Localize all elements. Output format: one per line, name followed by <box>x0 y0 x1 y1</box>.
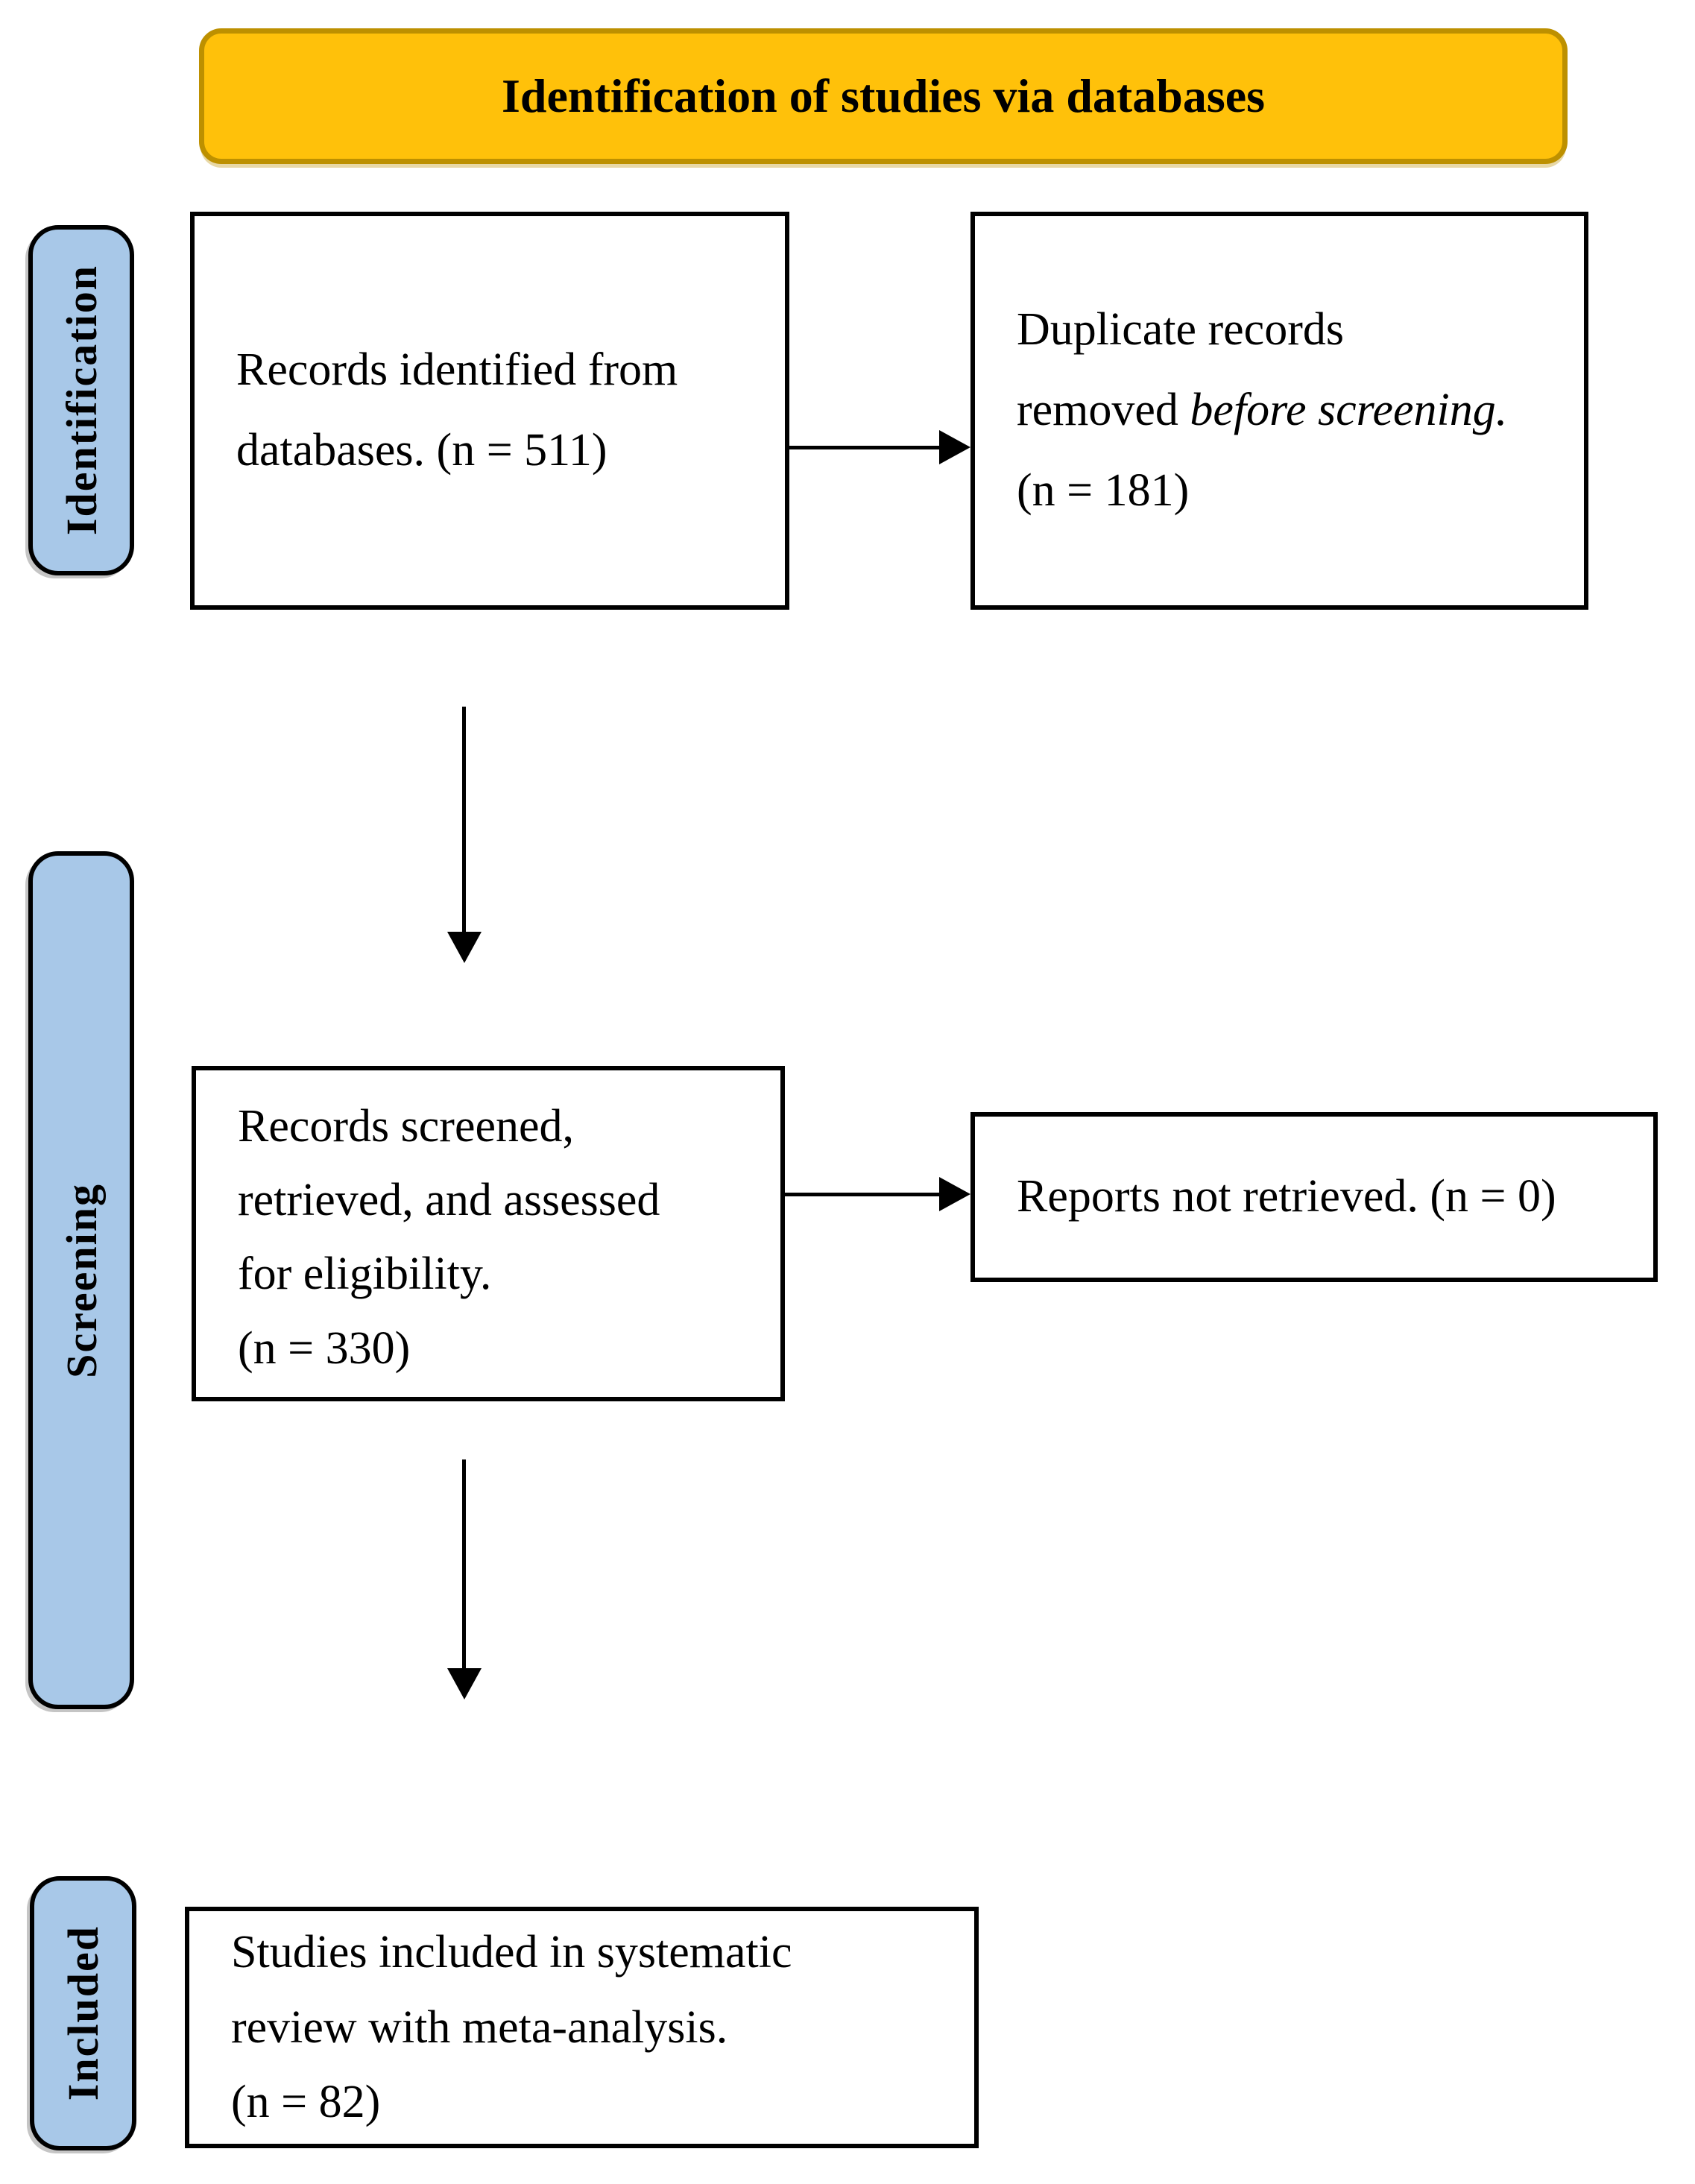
box-reports-not-retrieved: Reports not retrieved. (n = 0) <box>970 1112 1658 1282</box>
box-duplicate-records-line-1: Duplicate records <box>1017 304 1344 356</box>
box-duplicate-records-line-2: removed before screening. <box>1017 370 1557 451</box>
box-duplicate-records-line-3: (n = 181) <box>1017 464 1190 516</box>
arrow-head <box>447 1668 482 1699</box>
box-studies-included-line-1: Studies included in systematic <box>231 1927 792 1978</box>
box-studies-included: Studies included in systematic review wi… <box>185 1907 979 2148</box>
stage-label-included-text: Included <box>59 1925 107 2101</box>
box-records-screened-line-4: (n = 330) <box>238 1322 411 1374</box>
box-records-screened: Records screened, retrieved, and assesse… <box>192 1066 785 1401</box>
box-duplicate-records-line-2-regular: removed <box>1017 385 1190 436</box>
stage-label-screening: Screening <box>28 851 134 1709</box>
arrow-line <box>462 707 466 933</box>
box-records-identified-line-1: Records identified from <box>236 344 678 396</box>
banner-title: Identification of studies via databases <box>501 69 1266 122</box>
box-records-identified-line-2: databases. (n = 511) <box>236 425 607 476</box>
box-studies-included-line-3: (n = 82) <box>231 2077 381 2128</box>
box-duplicate-records-line-2-italic: before screening. <box>1190 385 1508 436</box>
arrow-line <box>784 1193 941 1196</box>
stage-label-identification-text: Identification <box>57 265 106 536</box>
arrow-head <box>939 430 970 464</box>
box-records-identified: Records identified from databases. (n = … <box>190 212 789 610</box>
box-reports-not-retrieved-line-1: Reports not retrieved. (n = 0) <box>1017 1171 1556 1222</box>
arrow-head <box>447 932 482 963</box>
banner-identification-via-databases: Identification of studies via databases <box>199 28 1568 164</box>
stage-label-screening-text: Screening <box>57 1182 106 1378</box>
box-duplicate-records-removed: Duplicate records removed before screeni… <box>970 212 1588 610</box>
arrow-line <box>789 446 941 449</box>
arrow-line <box>462 1459 466 1670</box>
stage-label-included: Included <box>30 1876 136 2150</box>
arrow-head <box>939 1177 970 1211</box>
stage-label-identification: Identification <box>28 225 134 575</box>
box-records-screened-line-3: for eligibility. <box>238 1249 492 1300</box>
box-studies-included-line-2: review with meta-analysis. <box>231 2001 728 2053</box>
box-records-screened-line-1: Records screened, <box>238 1101 575 1152</box>
box-records-screened-line-2: retrieved, and assessed <box>238 1175 660 1226</box>
